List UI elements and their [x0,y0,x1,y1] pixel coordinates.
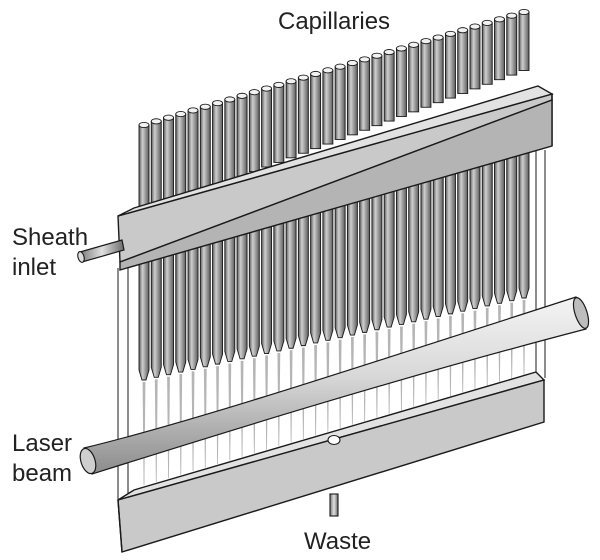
capillary-lower [163,239,174,376]
capillary-end [212,100,223,107]
capillary-end [445,30,456,37]
laser-beam [79,296,590,475]
capillary-end [383,49,395,56]
lower-bar-front [117,379,545,553]
upper-bar-underside [119,98,553,271]
capillary-top [224,99,236,182]
capillary-end [346,59,358,67]
capillary-end [469,23,481,30]
sheath-inlet-tube [77,239,125,263]
capillary-end [163,114,174,121]
capillary-top [371,55,383,127]
laser-beam-label-line2: beam [12,460,73,487]
capillary-top [346,62,358,136]
capillary-top [199,106,211,191]
capillary-end [334,63,346,70]
sheath-inlet-label-line2: inlet [12,254,57,281]
capillary-top [297,77,309,154]
capillary-tops [138,8,530,214]
lower-bar-edge [117,499,123,553]
sheath-inlet-opening [77,251,85,263]
capillary-lower [187,230,199,370]
capillary-end [359,56,371,63]
capillary-top [261,88,273,168]
capillary-top [408,44,420,113]
capillary-end [322,67,334,74]
capillary-end [371,52,383,59]
capillary-end [175,111,187,118]
laser-beam-body [83,296,587,475]
capillary-top [310,73,322,150]
capillary-top [212,102,223,186]
laser-beam-exit [572,297,590,329]
laser-beam-label-line1: Laser [12,430,73,457]
waste-outlet [329,493,339,517]
capillary-top [457,29,469,94]
capillary-lower [138,248,150,381]
capillary-end [224,96,236,103]
capillary-top [175,113,187,200]
capillary-top [334,66,346,140]
capillary-top [273,84,285,163]
capillary-top [395,48,407,117]
capillary-end [395,45,407,52]
capillary-top [420,40,432,108]
capillary-end [285,78,297,85]
capillary-top [150,120,162,209]
capillary-end [248,89,260,96]
capillary-top [138,124,150,214]
capillary-top [383,51,395,122]
capillary-top [506,15,518,76]
capillary-end [273,81,285,88]
capillary-end [518,8,530,16]
capillary-top [469,26,481,90]
capillary-end [199,103,211,110]
capillary-top [248,91,260,173]
capillary-top [481,22,493,85]
capillary-end [432,34,444,41]
capillary-top [187,109,199,196]
capillary-top [163,117,174,205]
capillary-top [445,33,456,99]
capillary-top [432,37,444,104]
upper-bar-top [117,85,554,217]
capillary-top [518,11,530,71]
capillary-end [150,118,162,125]
sheath-inlet-label-line1: Sheath [12,224,89,251]
capillary-end [457,27,469,34]
capillary-end [236,92,248,99]
capillary-end [506,12,518,19]
upper-manifold [117,85,554,271]
capillary-end [481,19,493,26]
capillary-lower [150,243,162,378]
capillary-lower [175,234,187,373]
capillary-end [297,74,309,81]
capillary-end [187,107,199,114]
capillary-top [285,80,297,159]
capillary-top [322,69,334,145]
waste-pipe [329,493,339,517]
capillary-top [359,58,371,131]
waste-label: Waste [304,528,372,555]
laser-beam-end [79,447,97,475]
capillary-end [494,16,505,23]
capillary-end [261,85,273,92]
capillary-top [236,95,248,177]
detection-window [327,434,341,446]
capillary-top [494,18,505,81]
capillary-end [420,38,432,45]
capillary-end [310,70,322,78]
capillary-end [138,121,150,129]
capillary-end [408,41,420,48]
lower-manifold [117,371,546,553]
capillaries-label: Capillaries [278,8,391,35]
